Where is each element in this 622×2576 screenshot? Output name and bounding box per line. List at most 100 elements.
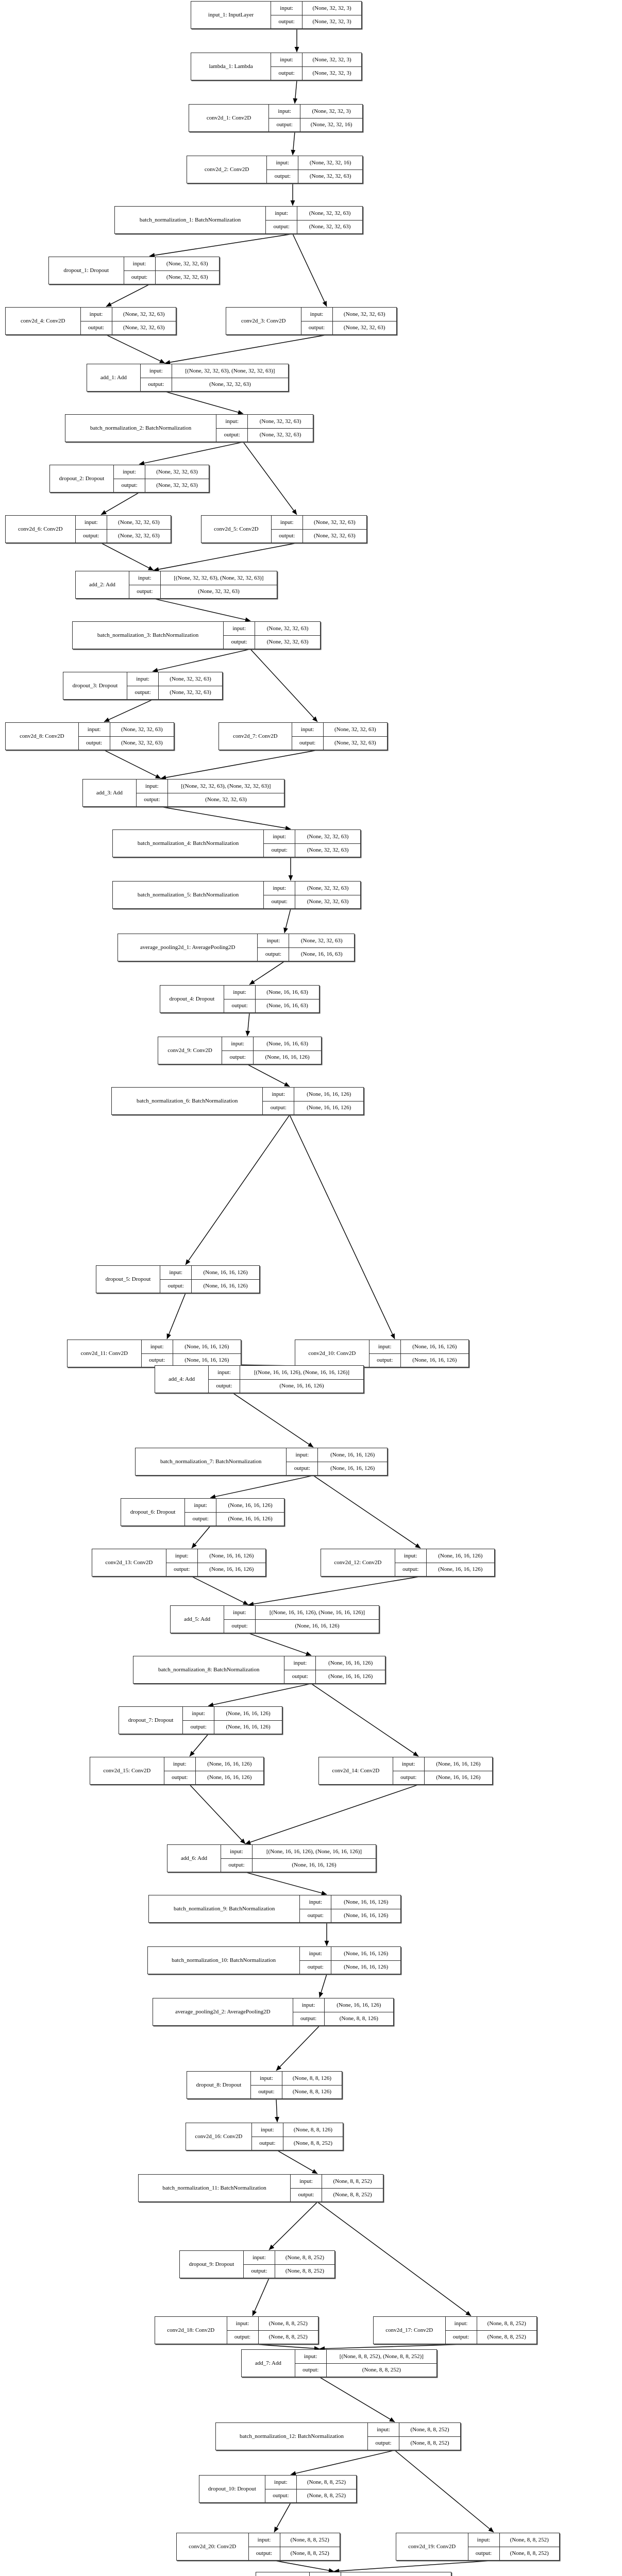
io-shape-input: (None, 8, 8, 252) [410,2426,449,2433]
io-row-input: input:(None, 16, 16, 126) [183,1707,282,1721]
layer-io-table: input:(None, 8, 8, 252)output:(None, 8, … [368,2423,460,2450]
io-label-input: input: [292,723,324,736]
io-shape-output: (None, 16, 16, 126) [438,1566,483,1573]
io-shape-output: (None, 32, 32, 63) [259,432,301,438]
edge-batch_normalization_3-to-dropout_3 [152,649,251,673]
io-label-output: output: [252,2137,283,2150]
io-label-output: output: [79,736,110,750]
io-row-input: input:(None, 32, 32, 3) [271,2,361,15]
io-row-input: input:(None, 32, 32, 16) [267,156,362,170]
edge-batch_normalization_2-to-conv2d_5 [243,442,297,515]
layer-node-batch_normalization_2: batch_normalization_2: BatchNormalizatio… [65,414,313,442]
io-row-output: output:(None, 32, 32, 63) [129,585,277,598]
io-shape-input: [(None, 8, 8, 252), (None, 8, 8, 252)] [341,2572,451,2576]
io-row-input: input:(None, 16, 16, 126) [293,1998,393,2012]
io-shape-input: (None, 8, 8, 252) [307,2479,346,2485]
layer-name: conv2d_11: Conv2D [68,1340,142,1367]
io-label-output: output: [124,270,156,284]
edge-add_7-to-batch_normalization_12 [319,2377,395,2422]
io-shape-input: (None, 32, 32, 63) [307,833,349,840]
io-shape-output: (None, 16, 16, 126) [184,1357,229,1364]
layer-io-table: input:(None, 32, 32, 63)output:(None, 32… [292,723,387,750]
layer-io-table: input:(None, 16, 16, 126)output:(None, 1… [183,1707,282,1734]
edge-batch_normalization_5-to-average_pooling2d_1 [283,908,291,934]
io-label-output: output: [468,2547,500,2560]
io-label-output: output: [369,1353,401,1367]
io-label-input: input: [222,1037,254,1050]
layer-name: dropout_1: Dropout [49,257,124,284]
io-row-input: input:[(None, 16, 16, 126), (None, 16, 1… [224,1606,379,1620]
io-label-output: output: [264,895,296,908]
io-row-output: output:(None, 32, 32, 63) [292,736,387,750]
io-shape-input: (None, 32, 32, 63) [343,311,385,317]
edge-batch_normalization_8-to-conv2d_14 [311,1683,419,1757]
io-row-output: output:(None, 32, 32, 63) [264,843,360,857]
io-shape-output: (None, 32, 32, 63) [121,740,163,747]
layer-name: batch_normalization_5: BatchNormalizatio… [113,882,264,908]
io-label-input: input: [224,622,256,635]
layer-name: conv2d_9: Conv2D [158,1037,223,1064]
io-row-output: output: (None, 16, 16, 126) [209,1379,363,1393]
layer-name: lambda_1: Lambda [191,53,272,80]
edge-conv2d_5-to-add_2 [153,543,297,572]
io-label-input: input: [258,934,290,947]
io-row-input: input:(None, 16, 16, 126) [263,1088,363,1101]
edge-add_1-to-batch_normalization_2 [164,391,244,415]
io-shape-input: (None, 16, 16, 126) [337,2002,381,2008]
layer-name: conv2d_16: Conv2D [186,2123,252,2150]
io-label-output: output: [209,1379,240,1393]
io-row-output: output:(None, 16, 16, 126) [284,1670,385,1683]
layer-name: average_pooling2d_2: AveragePooling2D [153,1998,293,2025]
layer-io-table: input:(None, 16, 16, 126)output:(None, 1… [263,1088,363,1114]
layer-name: batch_normalization_9: BatchNormalizatio… [149,1895,300,1922]
io-label-input: input: [267,156,299,170]
io-row-output: output:(None, 8, 8, 252) [252,2137,343,2150]
io-shape-output: (None, 16, 16, 126) [203,1283,248,1290]
io-row-input: input:[(None, 32, 32, 63), (None, 32, 32… [136,779,284,793]
io-shape-output: (None, 16, 16, 126) [279,1383,324,1389]
layer-io-table: input:(None, 16, 16, 126)output:(None, 1… [284,1656,385,1683]
layer-name: conv2d_14: Conv2D [319,1757,393,1784]
io-label-output: output: [393,1771,425,1784]
io-row-input: input:(None, 32, 32, 63) [224,622,320,636]
layer-io-table: input:(None, 32, 32, 3)output:(None, 32,… [271,2,361,28]
io-shape-output: (None, 16, 16, 126) [209,1566,254,1573]
io-label-output: output: [266,220,298,233]
io-row-output: output:(None, 32, 32, 63) [266,220,362,233]
io-label-output: output: [227,2330,259,2344]
layer-name: batch_normalization_2: BatchNormalizatio… [65,415,217,442]
edge-dropout_3-to-conv2d_8 [104,699,153,722]
io-label-input: input: [446,2317,477,2330]
io-row-input: input:(None, 16, 16, 126) [300,1895,400,1909]
layer-node-batch_normalization_7: batch_normalization_7: BatchNormalizatio… [135,1448,388,1476]
io-row-input: input:[(None, 32, 32, 63), (None, 32, 32… [140,364,288,378]
layer-io-table: input:(None, 8, 8, 252)output:(None, 8, … [265,2476,356,2502]
layer-io-table: input:[(None, 16, 16, 126), (None, 16, 1… [208,1366,363,1393]
io-label-input: input: [287,1448,318,1462]
io-shape-output: (None, 8, 8, 252) [410,2440,449,2447]
io-label-input: input: [76,516,107,529]
io-label-output: output: [221,1858,253,1872]
io-label-input: input: [264,830,296,843]
io-row-input: input:(None, 32, 32, 63) [271,516,366,530]
edge-lambda_1-to-conv2d_1 [293,80,298,104]
layer-name: conv2d_18: Conv2D [155,2317,227,2344]
io-row-output: output:(None, 32, 32, 63) [114,479,209,492]
io-shape-input: (None, 32, 32, 63) [314,519,356,526]
io-row-output: output:(None, 32, 32, 63) [264,895,360,908]
layer-name: add_4: Add [155,1366,209,1393]
layer-name: input_1: InputLayer [191,2,272,28]
io-row-input: input:(None, 32, 32, 63) [264,882,360,895]
layer-io-table: input:(None, 8, 8, 126)output:(None, 8, … [250,2072,342,2098]
io-shape-output: (None, 16, 16, 126) [265,1054,310,1061]
io-shape-input: (None, 32, 32, 63) [307,885,349,891]
edge-dropout_4-to-conv2d_9 [245,1012,250,1037]
io-row-input: input:(None, 32, 32, 3) [271,53,361,67]
layer-io-table: input:[(None, 8, 8, 252), (None, 8, 8, 2… [310,2572,451,2576]
io-row-output: output:(None, 8, 8, 252) [368,2436,460,2450]
